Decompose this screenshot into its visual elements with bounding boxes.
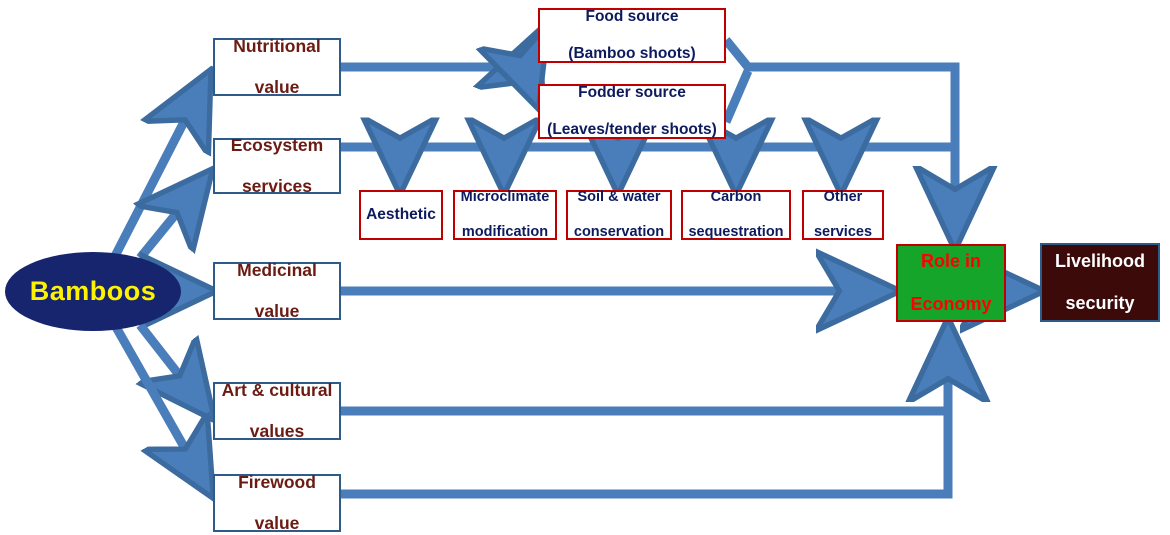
- node-medicinal-value-label: Medicinal value: [215, 260, 339, 322]
- node-nutritional-value-label: Nutritional value: [215, 36, 339, 98]
- edge-nutritional-fodder: [524, 67, 535, 99]
- node-ecosystem-services[interactable]: Ecosystem services: [213, 135, 341, 197]
- node-carbon-sequestration[interactable]: Carbon sequestration: [681, 189, 791, 240]
- line-2: value: [254, 77, 300, 98]
- line-1: Aesthetic: [366, 205, 436, 223]
- edge-art-economy: [340, 330, 948, 416]
- edge-merge-economy: [744, 62, 955, 238]
- line-1: Microclimate: [460, 189, 550, 206]
- node-nutritional-value[interactable]: Nutritional value: [213, 36, 341, 98]
- node-other-services-label: Other services: [804, 189, 882, 240]
- node-medicinal-value[interactable]: Medicinal value: [213, 260, 341, 322]
- node-other-services[interactable]: Other services: [802, 189, 884, 240]
- line-2: security: [1065, 293, 1135, 314]
- node-livelihood-security[interactable]: Livelihood security: [1040, 243, 1160, 322]
- edge-root-ecosystem: [140, 177, 206, 261]
- node-microclimate-modification-label: Microclimate modification: [455, 189, 555, 240]
- node-livelihood-security-label: Livelihood security: [1042, 251, 1158, 315]
- node-food-source-label: Food source (Bamboo shoots): [540, 8, 724, 63]
- node-role-in-economy-label: Role in Economy: [898, 251, 1004, 315]
- edge-firewood-economy: [340, 330, 948, 499]
- line-1: Carbon: [710, 189, 762, 206]
- line-2: values: [249, 421, 305, 442]
- edge-fodder-merge: [721, 69, 753, 124]
- line-2: modification: [461, 223, 549, 240]
- node-aesthetic-label: Aesthetic: [361, 206, 441, 224]
- node-bamboos-label: Bamboos: [29, 275, 157, 306]
- node-carbon-sequestration-label: Carbon sequestration: [683, 189, 789, 240]
- line-2: services: [241, 176, 313, 197]
- line-1: Other: [823, 189, 863, 206]
- line-1: Medicinal: [237, 260, 317, 281]
- line-1: Firewood: [238, 472, 316, 493]
- node-aesthetic[interactable]: Aesthetic: [359, 190, 443, 240]
- line-1: Food source: [585, 8, 679, 26]
- node-firewood-value-label: Firewood value: [215, 472, 339, 534]
- node-art-cultural-values[interactable]: Art & cultural values: [213, 380, 341, 442]
- edge-nutritional-food: [524, 40, 535, 67]
- line-2: Economy: [910, 293, 992, 314]
- line-1: Ecosystem: [230, 135, 324, 156]
- node-soil-water-conservation[interactable]: Soil & water conservation: [566, 189, 672, 240]
- edge-root-firewood: [108, 317, 208, 489]
- line-1: Livelihood: [1055, 250, 1145, 271]
- node-firewood-value[interactable]: Firewood value: [213, 472, 341, 534]
- line-2: value: [254, 301, 300, 322]
- line-2: sequestration: [688, 223, 784, 240]
- line-1: Role in: [920, 251, 981, 272]
- line-2: value: [254, 513, 300, 534]
- line-1: Nutritional: [233, 36, 321, 57]
- line-2: services: [813, 223, 873, 240]
- line-2: (Bamboo shoots): [568, 44, 696, 62]
- line-1: Art & cultural: [221, 380, 333, 401]
- line-1: Soil & water: [577, 189, 661, 206]
- node-role-in-economy[interactable]: Role in Economy: [896, 244, 1006, 322]
- node-art-cultural-values-label: Art & cultural values: [215, 380, 339, 442]
- line-2: conservation: [573, 223, 665, 240]
- edge-root-art: [140, 322, 208, 412]
- node-soil-water-conservation-label: Soil & water conservation: [568, 189, 670, 240]
- node-bamboos[interactable]: Bamboos: [5, 252, 181, 331]
- node-fodder-source[interactable]: Food source Fodder source (Leaves/tender…: [538, 84, 726, 139]
- node-microclimate-modification[interactable]: Microclimate modification: [453, 189, 557, 240]
- node-food-source[interactable]: Food source (Bamboo shoots): [538, 8, 726, 63]
- node-fodder-source-label: Food source Fodder source (Leaves/tender…: [540, 84, 724, 139]
- line-1: Fodder source: [578, 84, 686, 102]
- node-ecosystem-services-label: Ecosystem services: [215, 135, 339, 197]
- line-2: (Leaves/tender shoots): [547, 120, 717, 138]
